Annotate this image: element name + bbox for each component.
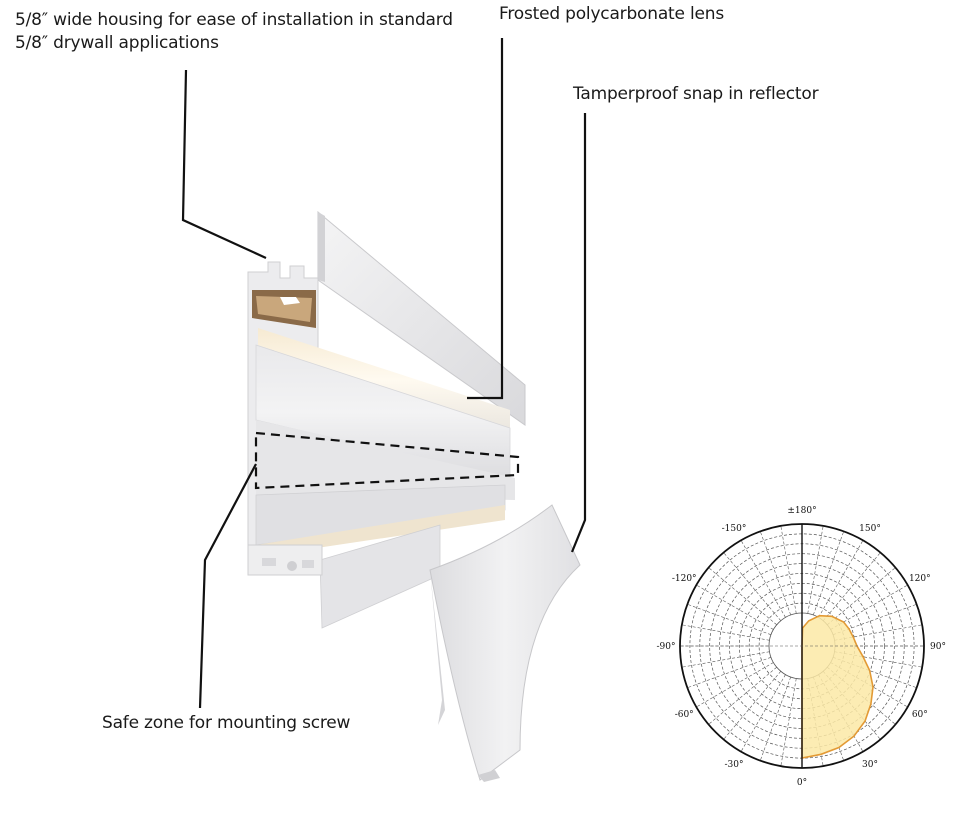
polar-spoke — [807, 525, 824, 614]
housing-extrusion — [247, 210, 526, 629]
callout-safe-zone: Safe zone for mounting screw — [102, 713, 351, 733]
reflector — [429, 504, 581, 782]
callout-reflector: Tamperproof snap in reflector — [573, 84, 819, 104]
polar-angle-label: 120° — [909, 574, 931, 584]
leader-housing — [181, 69, 267, 260]
polar-spoke — [818, 540, 864, 618]
polar-spoke — [780, 678, 797, 767]
polar-angle-label: -150° — [722, 524, 747, 534]
polar-spoke — [723, 671, 782, 740]
polar-spoke — [681, 624, 770, 641]
polar-spoke — [822, 552, 881, 621]
callout-housing-line2: 5/8″ drywall applications — [15, 33, 219, 53]
callout-lens: Frosted polycarbonate lens — [499, 4, 724, 24]
polar-ring — [709, 553, 895, 739]
leader-lens — [467, 38, 504, 400]
polar-angle-label: -30° — [725, 760, 744, 770]
polar-spoke — [740, 540, 786, 618]
polar-angle-label: -90° — [657, 642, 676, 652]
polar-angle-label: -120° — [672, 574, 697, 584]
polar-angle-label: 60° — [912, 710, 928, 720]
polar-spoke — [696, 662, 774, 708]
leader-reflector — [570, 113, 587, 553]
polar-spoke — [687, 657, 772, 689]
polar-spoke — [759, 676, 791, 761]
polar-spoke — [827, 567, 896, 626]
polar-ring — [738, 582, 866, 710]
polar-spoke — [723, 552, 782, 621]
callout-housing-line1: 5/8″ wide housing for ease of installati… — [15, 10, 453, 30]
polar-spoke — [687, 603, 772, 635]
leader-lines — [181, 38, 587, 709]
polar-distribution-diagram: ±180° -150° 150° -120° 120° -90° 90° -60° 60° -30… — [657, 506, 946, 788]
polar-spoke — [813, 531, 845, 616]
polar-angle-label: -60° — [675, 710, 694, 720]
polar-spoke — [759, 531, 791, 616]
polar-spoke — [681, 651, 770, 668]
polar-angle-label: 90° — [930, 642, 946, 652]
callout-housing: 5/8″ wide housing for ease of installati… — [15, 9, 453, 55]
polar-spoke — [708, 567, 777, 626]
polar-angle-label: 30° — [862, 760, 878, 770]
leader-safe-zone — [198, 463, 257, 709]
polar-angle-label: 0° — [797, 778, 807, 788]
polar-angle-label: ±180° — [787, 506, 816, 516]
polar-angle-label: 150° — [859, 524, 881, 534]
polar-spoke — [696, 584, 774, 630]
polar-spoke — [780, 525, 797, 614]
polar-outer-ring — [679, 523, 925, 769]
polar-distribution-curve — [801, 614, 874, 759]
polar-spoke — [740, 674, 786, 752]
polar-spoke — [708, 666, 777, 725]
